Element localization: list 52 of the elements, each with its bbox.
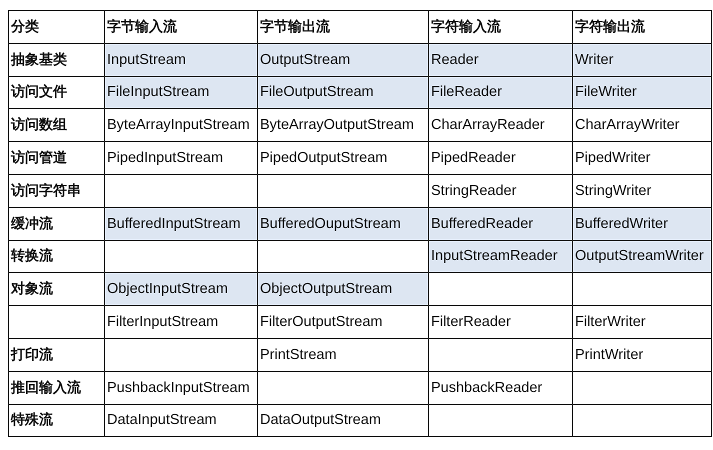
column-header: 分类: [8, 10, 104, 44]
column-header: 字符输入流: [428, 10, 572, 44]
table-cell: BufferedReader: [428, 207, 572, 240]
table-cell: PrintStream: [258, 338, 428, 372]
table-cell: FileReader: [428, 76, 572, 109]
table-cell: StringReader: [428, 174, 572, 208]
table-cell: FilterInputStream: [104, 306, 258, 338]
row-header: 抽象基类: [8, 43, 104, 76]
table-cell: FilterReader: [428, 306, 572, 338]
table-cell: BufferedInputStream: [104, 207, 258, 240]
table-cell: ObjectInputStream: [104, 272, 258, 306]
table-cell: OutputStreamWriter: [572, 240, 712, 273]
table-cell: FileWriter: [572, 76, 712, 109]
table-cell: DataOutputStream: [258, 404, 428, 437]
table-cell: ByteArrayOutputStream: [258, 108, 428, 142]
table-cell: PipedReader: [428, 142, 572, 174]
table-cell: Writer: [572, 43, 712, 76]
table-cell: PipedInputStream: [104, 142, 258, 174]
row-header: 访问字符串: [8, 174, 104, 208]
row-header: 缓冲流: [8, 207, 104, 240]
column-header: 字节输入流: [104, 10, 258, 44]
table-cell: InputStreamReader: [428, 240, 572, 273]
table-cell: StringWriter: [572, 174, 712, 208]
table-cell: BufferedWriter: [572, 207, 712, 240]
table-cell: PushbackReader: [428, 371, 572, 404]
row-header: 推回输入流: [8, 371, 104, 404]
table-cell: PipedOutputStream: [258, 142, 428, 174]
row-header: 特殊流: [8, 404, 104, 437]
row-header: 转换流: [8, 240, 104, 273]
row-header: 访问数组: [8, 108, 104, 142]
table-cell: ObjectOutputStream: [258, 272, 428, 306]
table-cell: Reader: [428, 43, 572, 76]
table-cell: PushbackInputStream: [104, 371, 258, 404]
row-header: 访问文件: [8, 76, 104, 109]
table-cell: FilterWriter: [572, 306, 712, 338]
column-header: 字节输出流: [258, 10, 428, 44]
table-cell: FilterOutputStream: [258, 306, 428, 338]
table-cell: CharArrayWriter: [572, 108, 712, 142]
row-header: 打印流: [8, 338, 104, 372]
table-cell: BufferedOuputStream: [258, 207, 428, 240]
row-header: 对象流: [8, 272, 104, 306]
table-cell: CharArrayReader: [428, 108, 572, 142]
column-header: 字符输出流: [572, 10, 712, 44]
table-cell: FileInputStream: [104, 76, 258, 109]
table-cell: PrintWriter: [572, 338, 712, 372]
table-cell: OutputStream: [258, 43, 428, 76]
table-cell: InputStream: [104, 43, 258, 76]
table-cell: PipedWriter: [572, 142, 712, 174]
row-header: 访问管道: [8, 142, 104, 174]
table-cell: DataInputStream: [104, 404, 258, 437]
table-cell: FileOutputStream: [258, 76, 428, 109]
table-cell: ByteArrayInputStream: [104, 108, 258, 142]
